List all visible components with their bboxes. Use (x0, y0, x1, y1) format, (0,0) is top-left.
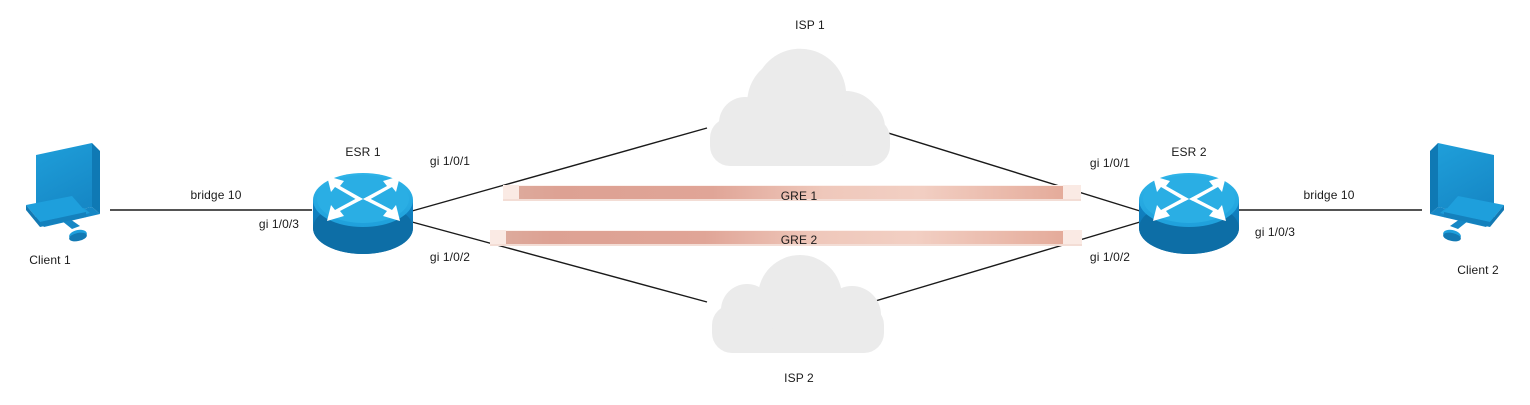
interface-label-gi-1-0-1-left: gi 1/0/1 (429, 154, 471, 168)
interface-label-gi-1-0-3-right: gi 1/0/3 (1254, 225, 1296, 239)
computer-client2[interactable] (1430, 143, 1504, 243)
tunnel-gre-1 (503, 185, 1081, 201)
cloud-label-isp1: ISP 1 (795, 18, 825, 32)
tunnel-label-gre-2: GRE 2 (780, 233, 818, 247)
interface-label-gi-1-0-2-left: gi 1/0/2 (429, 250, 471, 264)
device-label-client1: Client 1 (29, 253, 71, 267)
line-esr2-isp2 (871, 221, 1141, 303)
link-label-bridge-left: bridge 10 (190, 188, 242, 202)
router-arrows-icon (327, 176, 400, 221)
device-label-client2: Client 2 (1457, 263, 1499, 277)
line-esr1-isp1 (411, 127, 708, 212)
router-label-esr1: ESR 1 (345, 145, 381, 159)
computer-client1[interactable] (26, 143, 100, 243)
cloud-isp1 (710, 48, 890, 166)
cloud-isp2 (712, 255, 884, 353)
interface-label-gi-1-0-2-right: gi 1/0/2 (1089, 250, 1131, 264)
line-esr2-isp1 (871, 127, 1141, 212)
interface-label-gi-1-0-3-left: gi 1/0/3 (258, 217, 300, 231)
router-esr1[interactable] (313, 173, 413, 254)
link-lines (110, 127, 1422, 303)
router-label-esr2: ESR 2 (1171, 145, 1207, 159)
cloud-label-isp2: ISP 2 (784, 371, 814, 385)
router-arrows-icon (1153, 176, 1226, 221)
tunnel-gre-2 (490, 230, 1082, 246)
interface-label-gi-1-0-1-right: gi 1/0/1 (1089, 156, 1131, 170)
line-esr1-isp2 (411, 221, 708, 303)
link-label-bridge-right: bridge 10 (1303, 188, 1355, 202)
router-esr2[interactable] (1139, 173, 1239, 254)
tunnel-label-gre-1: GRE 1 (780, 189, 818, 203)
